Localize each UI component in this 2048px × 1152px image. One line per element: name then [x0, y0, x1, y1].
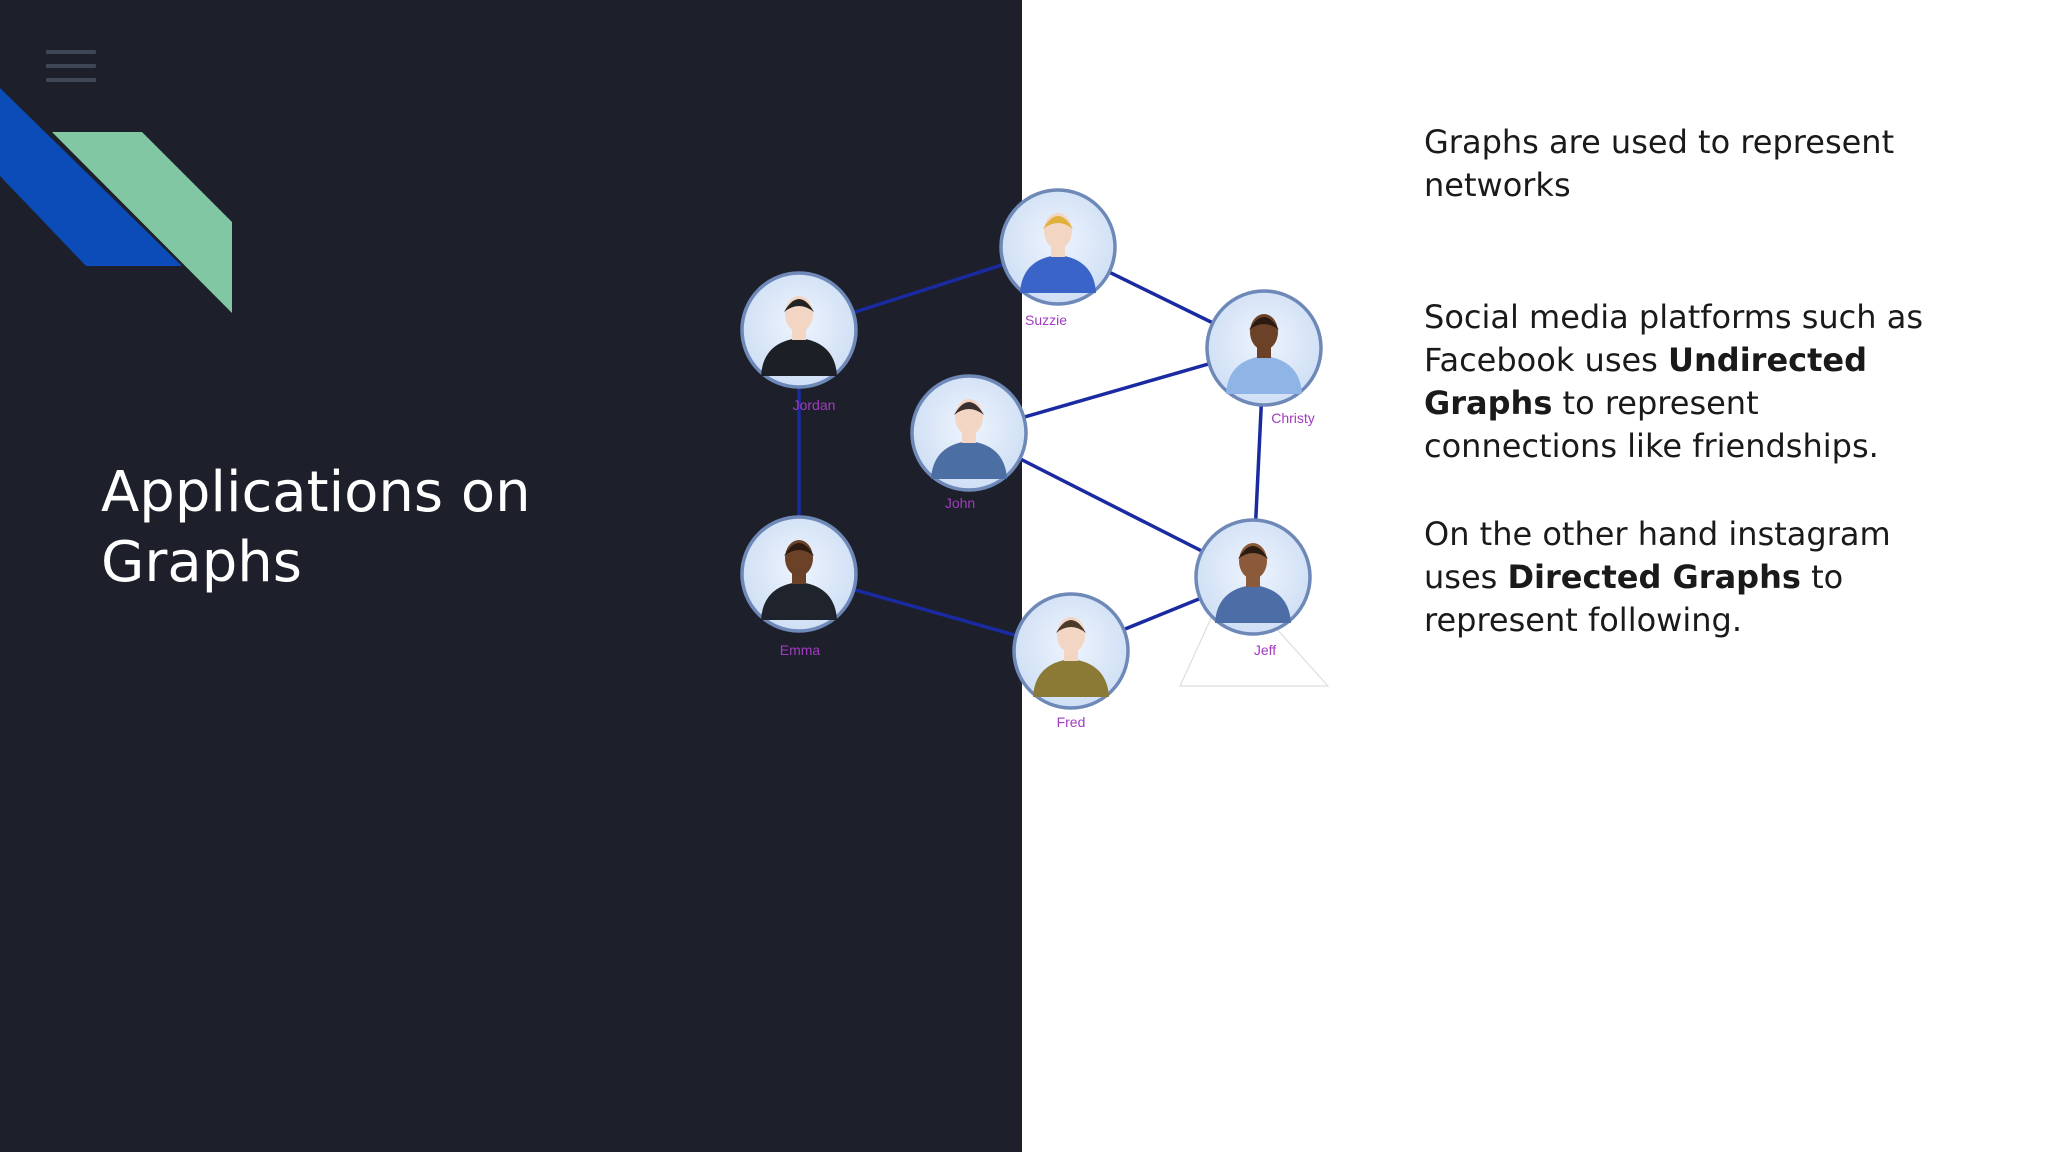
paragraph-3-text-a: On the other hand instagram uses: [1424, 515, 1891, 596]
construction-worker-avatar-icon: [1020, 213, 1096, 293]
node-john: John: [910, 374, 1028, 511]
decorative-stripes: [0, 88, 232, 313]
paragraph-instagram: On the other hand instagram uses Directe…: [1424, 513, 1944, 642]
paragraph-1-text: Graphs are used to represent networks: [1424, 123, 1895, 204]
node-fred: Fred: [1012, 592, 1130, 730]
pilot-avatar-icon: [761, 296, 837, 376]
graph-edges: [797, 245, 1266, 653]
undirected-graphs-term: Undirected Graphs: [1424, 341, 1868, 422]
paragraph-networks: Graphs are used to represent networks: [1424, 121, 1944, 207]
node-label-jordan: Jordan: [793, 397, 836, 413]
node-label-jeff: Jeff: [1254, 642, 1276, 658]
node-label-fred: Fred: [1057, 714, 1086, 730]
directed-graphs-term: Directed Graphs: [1507, 558, 1801, 596]
node-label-christy: Christy: [1271, 410, 1315, 426]
doctor-avatar-icon: [1226, 314, 1302, 394]
node-emma: Emma: [740, 515, 858, 658]
paragraph-facebook: Social media platforms such as Facebook …: [1424, 296, 1944, 468]
node-suzzie: Suzzie: [999, 188, 1117, 328]
node-label-john: John: [945, 495, 975, 511]
node-jeff: Jeff: [1194, 518, 1312, 658]
faint-triangle-outline: [1179, 575, 1330, 687]
green-stripe: [52, 132, 232, 313]
slide-title: Applications on Graphs: [101, 460, 531, 595]
worker-avatar-icon: [1215, 543, 1291, 623]
blue-stripe: [0, 88, 182, 266]
hamburger-menu-icon[interactable]: [44, 46, 100, 86]
paragraph-2-text-a: Social media platforms such as Facebook …: [1424, 298, 1923, 379]
paragraph-2-text-c: to represent connections like friendship…: [1424, 384, 1879, 465]
node-label-suzzie: Suzzie: [1025, 312, 1067, 328]
officer-avatar-icon: [761, 540, 837, 620]
paragraph-3-text-c: to represent following.: [1424, 558, 1844, 639]
node-christy: Christy: [1205, 289, 1323, 426]
node-jordan: Jordan: [740, 271, 858, 413]
node-label-emma: Emma: [780, 642, 821, 658]
mechanic-avatar-icon: [931, 399, 1007, 479]
businessman-avatar-icon: [1033, 617, 1109, 697]
